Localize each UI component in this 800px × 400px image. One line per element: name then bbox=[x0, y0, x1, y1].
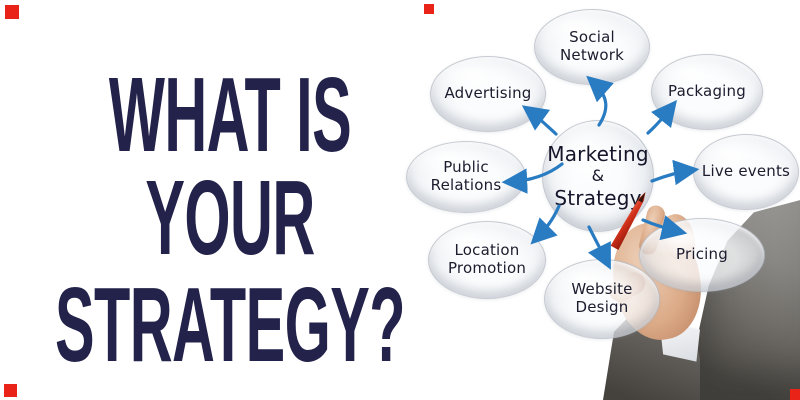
bubble-label: Pricing bbox=[676, 245, 728, 264]
bubble-marketing-strategy: Marketing & Strategy bbox=[542, 120, 654, 232]
bubble-location-promotion: Location Promotion bbox=[428, 221, 546, 299]
bubble-label: Social Network bbox=[559, 28, 625, 64]
bubble-label: Promotion bbox=[447, 259, 527, 277]
arrow-to-live-events bbox=[650, 159, 700, 186]
bubble-label: Advertising bbox=[444, 84, 532, 103]
center-bubble-ampersand: & bbox=[591, 166, 605, 186]
bubble-social-network: Social Network bbox=[534, 9, 650, 85]
bubble-label: Public Relations bbox=[430, 158, 502, 194]
bubble-label: Location bbox=[454, 241, 520, 260]
bubble-pricing: Pricing bbox=[639, 218, 765, 292]
fiducial-marker-top-left bbox=[5, 5, 19, 19]
headline-line-1: WHAT IS bbox=[108, 56, 352, 174]
bubble-advertising: Advertising bbox=[430, 56, 546, 132]
bubble-packaging: Packaging bbox=[651, 54, 763, 130]
arrow-to-social-network bbox=[586, 75, 614, 127]
fiducial-marker-bottom-right bbox=[790, 389, 800, 400]
center-bubble-label: Marketing bbox=[547, 142, 649, 167]
bubble-label: Packaging bbox=[668, 82, 746, 101]
fiducial-marker-top-middle bbox=[424, 4, 434, 14]
bubble-live-events: Live events bbox=[693, 134, 799, 210]
center-bubble-label: Strategy bbox=[554, 185, 642, 210]
bubble-label: Live events bbox=[701, 162, 791, 181]
bubble-label: Website Design bbox=[571, 280, 633, 316]
headline-line-2: YOUR bbox=[145, 159, 315, 277]
fiducial-marker-bottom-left bbox=[4, 384, 17, 397]
bubble-public-relations: Public Relations bbox=[406, 141, 526, 213]
headline-line-3: STRATEGY? bbox=[54, 266, 406, 384]
bubble-website-design: Website Design bbox=[544, 259, 660, 339]
